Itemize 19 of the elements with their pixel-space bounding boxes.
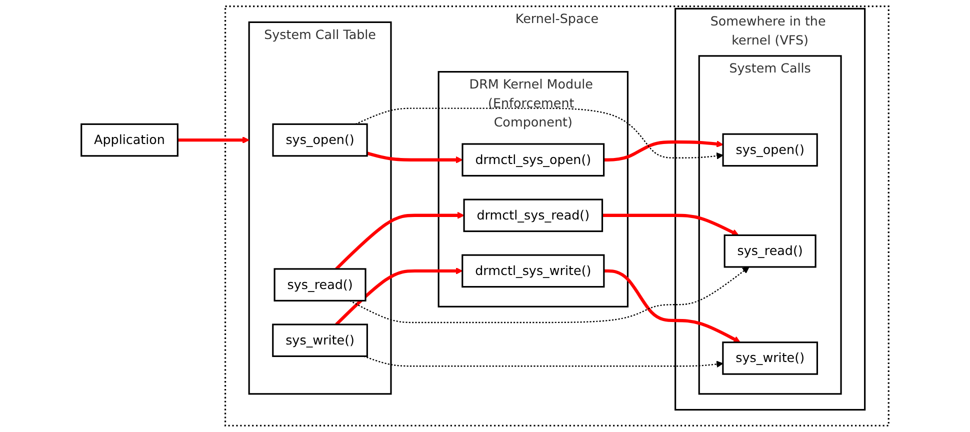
node-box: sys_open() — [722, 133, 818, 167]
node-box: sys_read() — [274, 268, 366, 302]
arrow — [602, 214, 739, 236]
node-box: sys_open() — [272, 123, 368, 157]
node-box: sys_write() — [272, 324, 368, 358]
arrow — [335, 267, 463, 326]
node-box: Application — [80, 123, 178, 157]
node-box: sys_write() — [722, 342, 818, 375]
arrow — [604, 140, 724, 162]
node-box: drmctl_sys_read() — [463, 198, 604, 232]
arrow — [350, 266, 750, 324]
node-box: drmctl_sys_open() — [462, 143, 605, 177]
node-box: drmctl_sys_write() — [462, 254, 605, 288]
arrow — [366, 152, 463, 164]
arrow — [604, 269, 741, 343]
arrow — [355, 108, 724, 160]
arrow — [335, 212, 464, 270]
node-box: sys_read() — [724, 234, 816, 268]
arrow — [178, 136, 250, 144]
